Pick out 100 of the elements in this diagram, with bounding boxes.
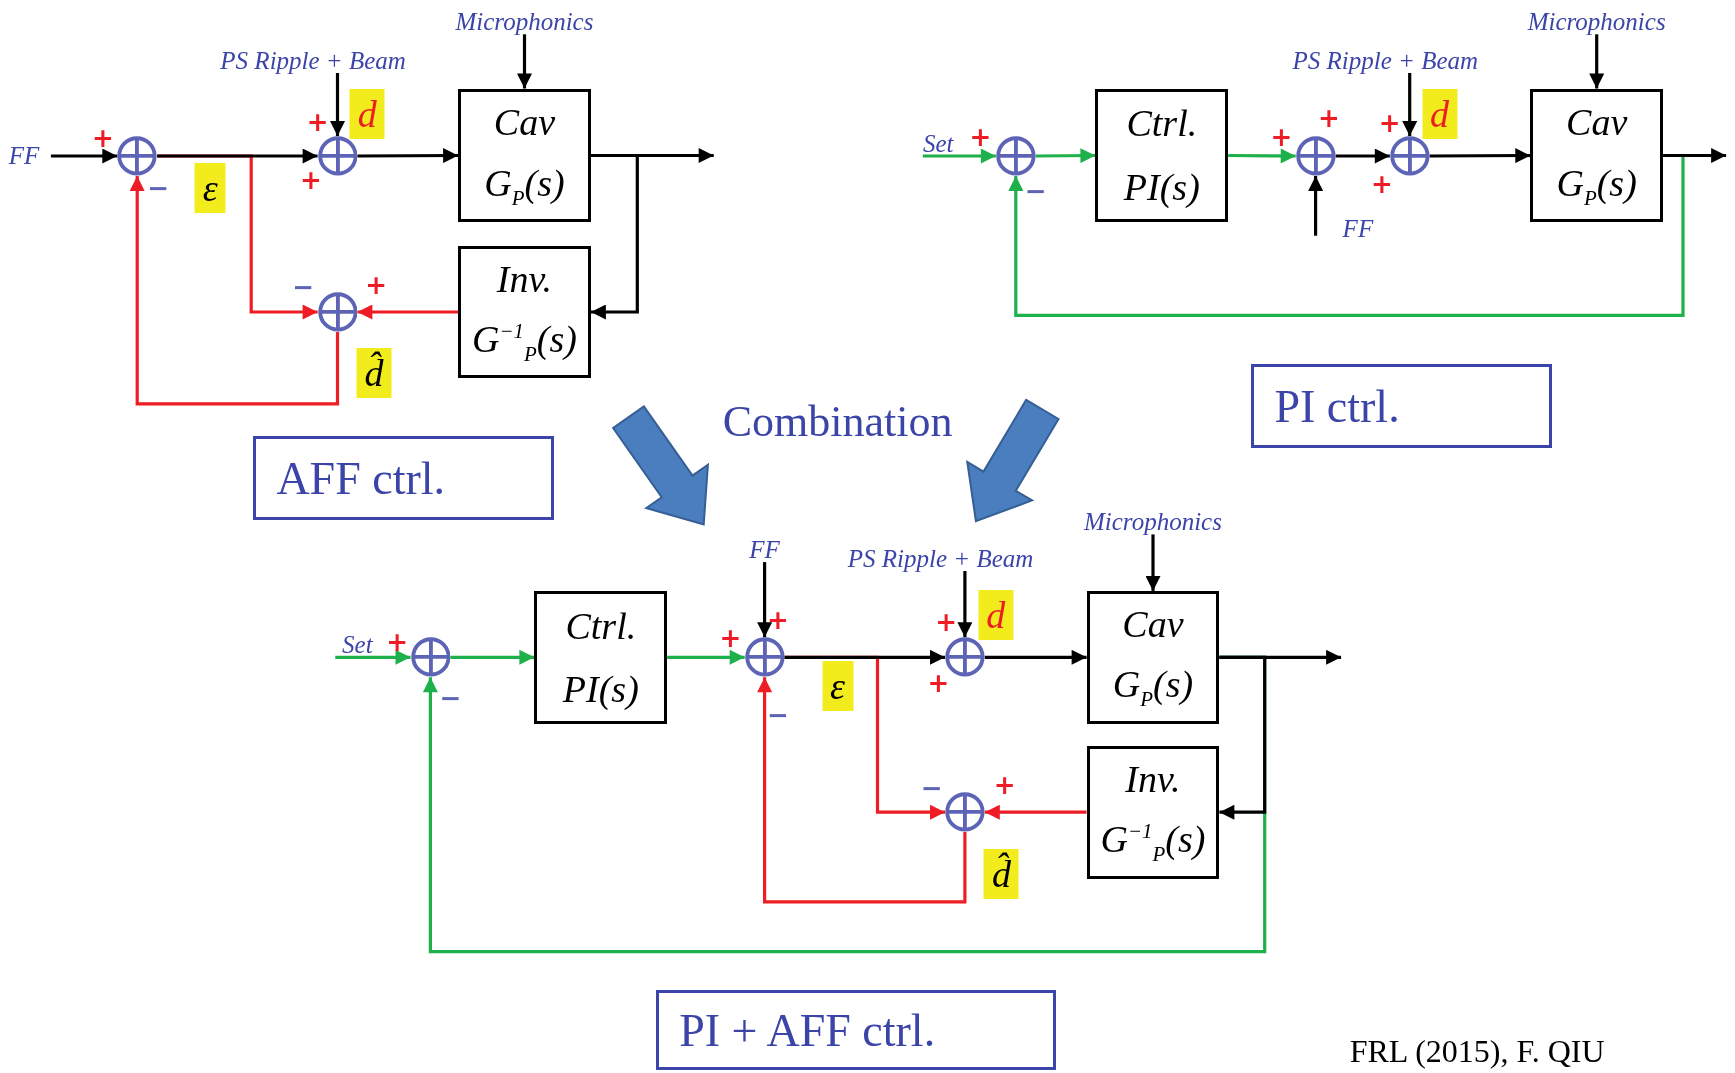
sign-label: +	[927, 669, 950, 696]
section-title: AFF ctrl.	[276, 451, 446, 505]
sign-label: +	[1270, 124, 1293, 151]
sign-label: +	[1378, 109, 1401, 136]
summing-junction	[117, 136, 158, 176]
signal-arrow	[784, 649, 945, 665]
transfer-block	[1095, 88, 1229, 223]
signal-arrow	[984, 649, 1087, 665]
summing-junction	[410, 637, 451, 678]
sign-label: +	[969, 124, 992, 151]
transfer-block	[458, 88, 591, 223]
transfer-function: PI(s)	[1123, 168, 1200, 207]
signal-arrow	[1429, 148, 1531, 164]
signal-label: Microphonics	[455, 8, 594, 37]
signal-arrow	[1145, 534, 1161, 591]
sign-label: +	[1371, 170, 1393, 197]
signal-arrow	[1035, 148, 1096, 164]
signal-arrow	[922, 148, 996, 164]
transfer-function: G$^{−1}$$_{P}$(s)	[1100, 819, 1206, 865]
signal-arrow	[957, 571, 973, 638]
signal-label: Microphonics	[1527, 8, 1666, 37]
summing-junction	[1295, 136, 1336, 176]
transfer-block	[458, 245, 591, 379]
transfer-function: PI(s)	[562, 669, 639, 708]
sign-label: −	[766, 701, 789, 728]
signal-arrow	[1219, 655, 1267, 820]
block-title: Ctrl.	[1126, 104, 1198, 143]
sign-label: −	[1024, 178, 1047, 205]
signal-label: PS Ripple + Beam	[847, 544, 1034, 573]
block-title: Inv.	[1125, 759, 1181, 798]
sign-label: +	[993, 771, 1016, 798]
block-title: Ctrl.	[565, 606, 637, 645]
signal-symbol: d	[1422, 88, 1458, 139]
signal-arrow	[1228, 148, 1296, 164]
section-title: PI ctrl.	[1274, 379, 1400, 433]
signal-label: Microphonics	[1084, 508, 1222, 537]
block-title: Cav	[493, 102, 556, 141]
signal-arrow	[1335, 148, 1390, 164]
signal-arrow	[1663, 148, 1727, 163]
transfer-function: G$^{−1}$$_{P}$(s)	[472, 319, 577, 365]
summing-junction	[1389, 136, 1430, 176]
signal-symbol: ε	[822, 661, 854, 712]
sign-label: +	[300, 167, 322, 194]
signal-symbol: d̂	[983, 849, 1019, 900]
summing-junction	[317, 136, 358, 176]
section-title: PI + AFF ctrl.	[679, 1003, 936, 1057]
summing-junction	[317, 292, 358, 332]
summing-junction	[944, 792, 985, 833]
section-frame	[1251, 364, 1553, 449]
signal-arrow	[50, 148, 118, 164]
sign-label: +	[386, 628, 409, 655]
signal-symbol: d̂	[356, 347, 392, 398]
signal-label: FF	[1342, 215, 1374, 244]
transfer-block	[1086, 745, 1220, 879]
signal-symbol: d	[978, 590, 1014, 641]
signal-arrow	[667, 649, 745, 665]
transfer-block	[1530, 88, 1664, 223]
signal-symbol: ε	[194, 163, 226, 214]
signal-symbol: d	[349, 88, 385, 139]
signal-label: PS Ripple + Beam	[1292, 46, 1479, 75]
sign-label: +	[766, 606, 789, 633]
signal-arrow	[335, 649, 411, 665]
summing-junction	[744, 637, 785, 678]
sign-label: +	[92, 125, 114, 152]
signal-arrow	[757, 677, 967, 904]
sign-label: −	[439, 685, 462, 712]
summing-junction	[995, 136, 1036, 176]
transfer-block	[1086, 590, 1220, 724]
block-title: Inv.	[496, 259, 553, 298]
sign-label: +	[1318, 105, 1340, 132]
signal-arrow	[330, 73, 345, 137]
signal-arrow	[590, 153, 639, 320]
section-frame	[253, 435, 555, 521]
signal-arrow	[157, 148, 318, 164]
signal-arrow	[357, 304, 459, 320]
signal-label: PS Ripple + Beam	[220, 46, 406, 75]
sign-label: −	[920, 774, 943, 801]
signal-label: FF	[749, 535, 780, 564]
sign-label: −	[147, 175, 170, 202]
block-title: Cav	[1566, 102, 1628, 141]
transfer-function: G$_{P}$(s)	[484, 163, 565, 209]
citation-text: FRL (2015), F. QIU	[1349, 1035, 1605, 1068]
signal-arrow	[1308, 175, 1324, 236]
signal-arrow	[129, 175, 340, 406]
signal-arrow	[1589, 34, 1605, 89]
sign-label: +	[306, 108, 329, 135]
transfer-function: G$_{P}$(s)	[1556, 163, 1637, 209]
sign-label: +	[935, 608, 957, 635]
sign-label: +	[719, 625, 742, 652]
heading-text: Combination	[722, 399, 953, 444]
section-frame	[656, 990, 1056, 1070]
transfer-block	[534, 590, 668, 724]
transfer-function: G$_{P}$(s)	[1112, 665, 1194, 710]
signal-arrow	[757, 562, 773, 638]
signal-arrow	[1402, 73, 1418, 137]
signal-label: Set	[923, 129, 954, 158]
sign-label: +	[365, 272, 388, 299]
signal-arrow	[450, 649, 535, 665]
block-title: Cav	[1122, 604, 1184, 643]
signal-arrow	[517, 34, 532, 89]
